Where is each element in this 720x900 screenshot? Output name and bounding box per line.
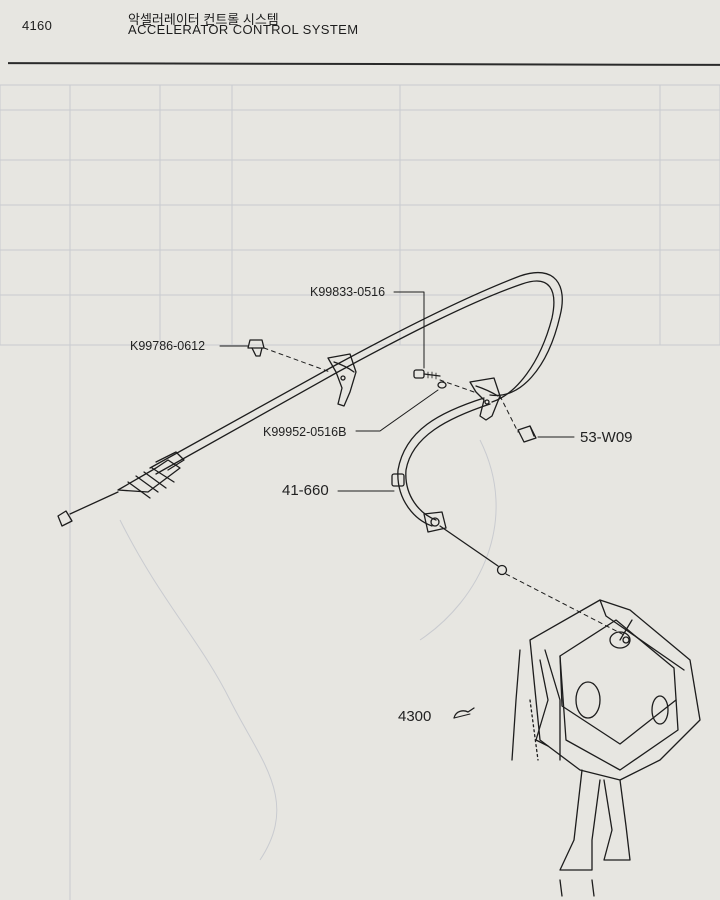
accelerator-cable bbox=[57, 271, 563, 576]
pedal-assembly bbox=[511, 599, 701, 897]
hand-pointer-icon bbox=[453, 707, 475, 719]
pedal-box-hole-left bbox=[575, 681, 601, 719]
callout-k99952-0516b: K99952-0516B bbox=[263, 425, 347, 439]
callout-k99833-0516: K99833-0516 bbox=[310, 285, 386, 299]
title-korean: 악셀러레이터 컨트롤 시스템 bbox=[128, 12, 279, 27]
washer-k99952-0516b bbox=[437, 381, 447, 389]
assembly-dashed-lines bbox=[263, 347, 627, 637]
title-english: ACCELERATOR CONTROL SYSTEM bbox=[128, 22, 359, 37]
nut-53-w09 bbox=[517, 425, 537, 443]
pedal-box-hole-right bbox=[651, 695, 669, 725]
pedal-arm-middle bbox=[603, 779, 631, 861]
cable-grommet bbox=[391, 473, 405, 487]
page-number: 4160 bbox=[22, 18, 53, 33]
cable-adjuster bbox=[117, 459, 181, 493]
ghost-table bbox=[0, 84, 720, 346]
leader-lines bbox=[219, 291, 575, 719]
cable-grommet-lower bbox=[423, 511, 447, 533]
callout-k99786-0612: K99786-0612 bbox=[130, 339, 206, 353]
cable-end-fitting bbox=[57, 510, 73, 527]
pedal-arm-left bbox=[559, 769, 601, 871]
bolt-k99786-0612 bbox=[247, 339, 265, 357]
cable-end-ball bbox=[496, 564, 508, 576]
cable-bracket-left bbox=[327, 353, 357, 407]
callout-41-660: 41-660 bbox=[282, 482, 329, 499]
callout-4300: 4300 bbox=[398, 708, 432, 725]
screw-k99833-0516 bbox=[413, 369, 441, 380]
callout-53-w09: 53-W09 bbox=[580, 429, 633, 446]
cable-bracket-right bbox=[469, 377, 501, 421]
